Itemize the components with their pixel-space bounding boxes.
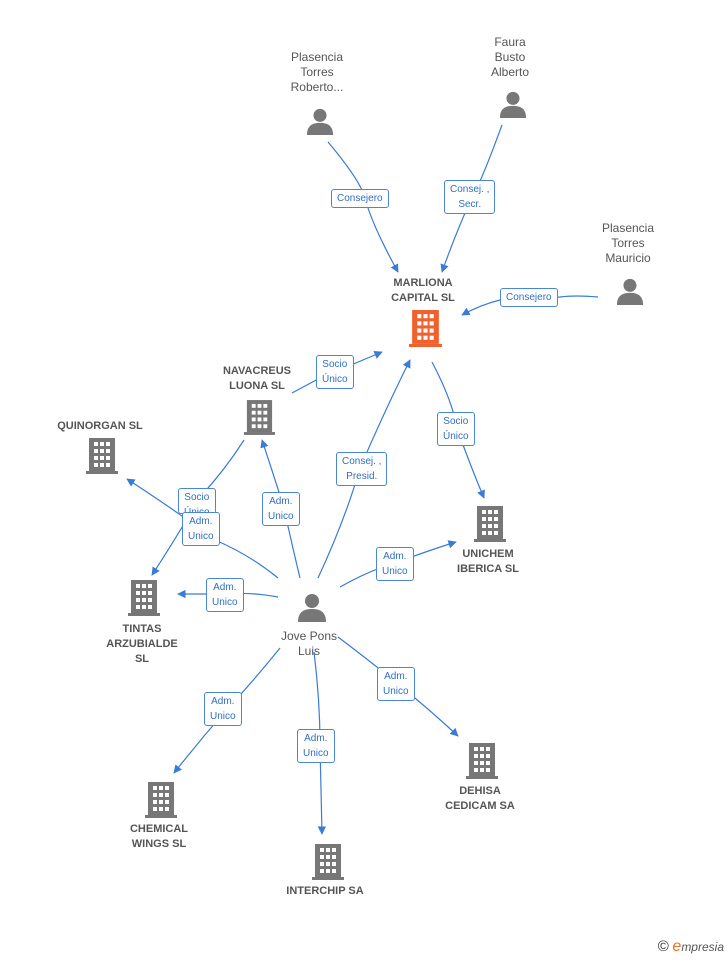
node-plasencia-roberto[interactable]: Plasencia Torres Roberto... xyxy=(290,50,344,94)
node-interchip[interactable]: INTERCHIP SA xyxy=(286,885,364,897)
edge-label-consej-secr: Consej. , Secr. xyxy=(444,180,496,214)
building-icon xyxy=(128,580,160,616)
edge-label-consejero: Consejero xyxy=(500,288,558,307)
building-icon xyxy=(86,438,118,474)
building-icon xyxy=(474,506,506,542)
node-marliona[interactable]: MARLIONA CAPITAL SL xyxy=(391,277,455,304)
copyright-footer: © empresia xyxy=(658,938,724,956)
edge-label-consej-presid: Consej. , Presid. xyxy=(336,452,388,486)
building-icon xyxy=(244,400,275,435)
building-icon xyxy=(466,743,498,779)
edge-label-adm-unico: Adm. Unico xyxy=(377,667,415,701)
building-icon xyxy=(312,844,344,880)
person-icon xyxy=(298,594,326,622)
node-tintas[interactable]: TINTAS ARZUBIALDE SL xyxy=(106,623,178,665)
brand-name: mpresia xyxy=(681,940,724,954)
brand-logo-initial: e xyxy=(672,938,682,955)
person-icon xyxy=(499,91,527,118)
building-icon-focus xyxy=(409,310,442,347)
edge-label-adm-unico: Adm. Unico xyxy=(182,512,220,546)
node-chemical[interactable]: CHEMICAL WINGS SL xyxy=(129,823,189,850)
node-navacreus[interactable]: NAVACREUS LUONA SL xyxy=(222,365,292,392)
copyright-icon: © xyxy=(657,938,669,955)
edge-label-socio-unico: Socio Único xyxy=(437,412,475,446)
node-faura[interactable]: Faura Busto Alberto xyxy=(490,35,530,79)
edge-label-adm-unico: Adm. Unico xyxy=(376,547,414,581)
edge-label-adm-unico: Adm. Unico xyxy=(204,692,242,726)
node-quinorgan[interactable]: QUINORGAN SL xyxy=(57,420,143,432)
node-dehisa[interactable]: DEHISA CEDICAM SA xyxy=(445,785,515,812)
person-icon xyxy=(306,108,334,135)
edge-label-adm-unico: Adm. Unico xyxy=(206,578,244,612)
building-icon xyxy=(145,782,177,818)
node-plasencia-mauricio[interactable]: Plasencia Torres Mauricio xyxy=(601,221,655,265)
edge-label-socio-unico: Socio Único xyxy=(316,355,354,389)
edge-label-adm-unico: Adm. Unico xyxy=(297,729,335,763)
node-jove[interactable]: Jove Pons Luis xyxy=(280,629,338,658)
person-icon xyxy=(616,278,644,305)
node-unichem[interactable]: UNICHEM IBERICA SL xyxy=(457,548,519,575)
edge-label-adm-unico: Adm. Unico xyxy=(262,492,300,526)
edge-label-consejero: Consejero xyxy=(331,189,389,208)
edge-label-socio-unico: Socio Único xyxy=(178,488,216,514)
